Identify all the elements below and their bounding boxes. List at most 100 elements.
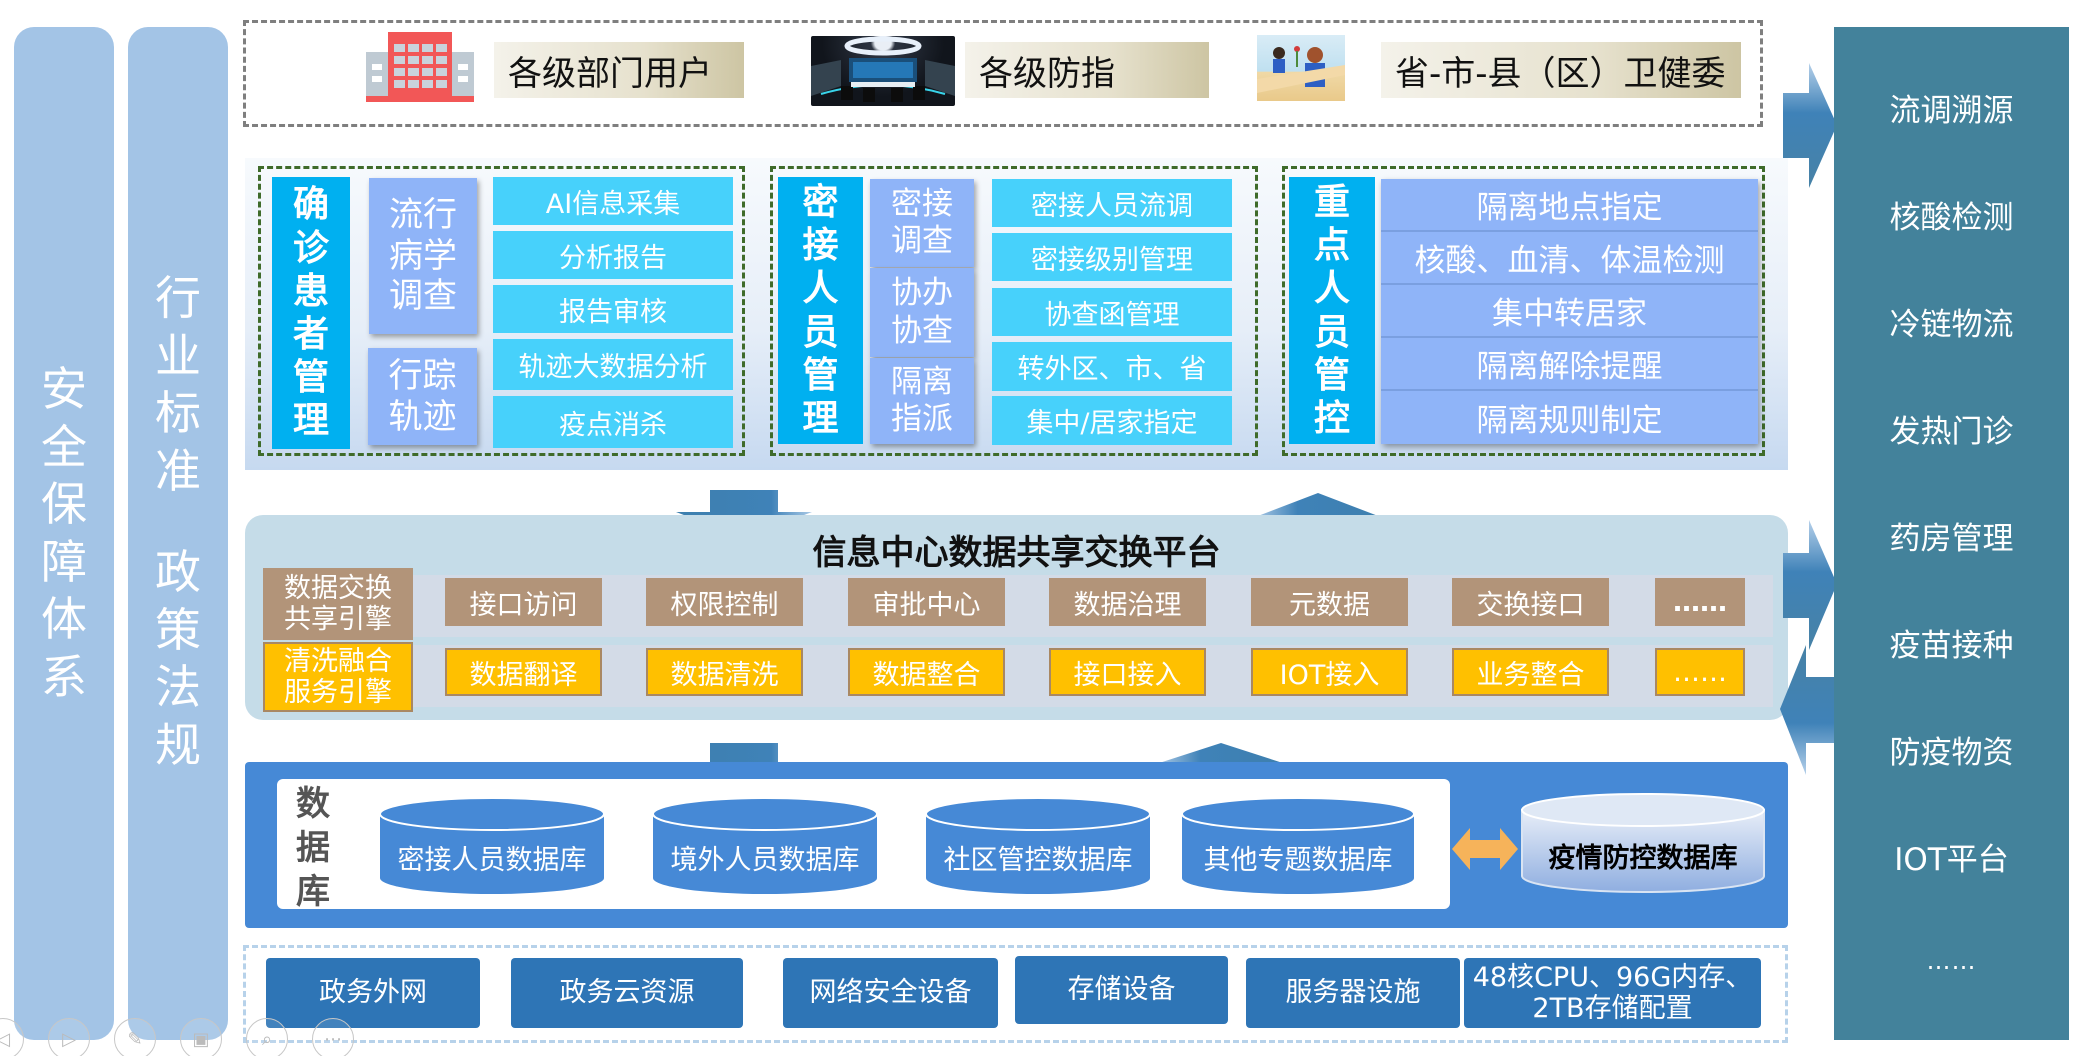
func-item[interactable]: 隔离解除提醒 (1381, 338, 1758, 391)
cleansing-chip[interactable]: 业务整合 (1452, 648, 1609, 696)
cleansing-chip-more[interactable]: …… (1655, 648, 1745, 696)
engine-line: 清洗融合 (284, 645, 392, 677)
title-char: 控 (1313, 397, 1350, 439)
func-item[interactable]: AI信息采集 (493, 177, 733, 225)
slides-icon[interactable]: ▣ (180, 1018, 222, 1056)
infra-line: 2TB存储配置 (1532, 993, 1693, 1024)
title-char: 确 (292, 184, 329, 226)
func-item[interactable]: 转外区、市、省 (992, 342, 1232, 391)
scenario-item[interactable]: 疫苗接种 (1889, 628, 2014, 664)
next-slide-icon[interactable]: ▷ (48, 1018, 90, 1056)
health-staff-icon (1257, 35, 1345, 101)
scenario-item[interactable]: 药房管理 (1889, 521, 2014, 557)
down-arrow-icon (676, 490, 812, 538)
sub-line: 密接 (891, 185, 953, 222)
func-item[interactable]: 疫点消杀 (493, 396, 733, 448)
infra-item[interactable]: 存储设备 (1015, 956, 1228, 1024)
pillar-char: 标 (155, 386, 201, 440)
database-cylinder[interactable]: 密接人员数据库 (378, 796, 606, 896)
pillar-char: 行 (155, 271, 201, 325)
scenario-item[interactable]: IOT平台 (1894, 842, 2009, 878)
main-database-cylinder[interactable]: 疫情防控数据库 (1520, 792, 1766, 896)
scenario-item-more[interactable]: …… (1926, 947, 1977, 975)
exchange-chip[interactable]: 元数据 (1251, 578, 1408, 626)
func-item[interactable]: 报告审核 (493, 285, 733, 333)
sub-line: 病学 (389, 235, 457, 276)
pillar-char: 保 (41, 477, 87, 531)
main-database-name: 疫情防控数据库 (1548, 843, 1738, 874)
func-item[interactable]: 协查函管理 (992, 288, 1232, 336)
func-item[interactable]: 密接级别管理 (992, 233, 1232, 281)
module-title: 密 接 人 员 管 理 (778, 177, 863, 444)
pen-icon[interactable]: ✎ (114, 1018, 156, 1056)
scenario-item[interactable]: 冷链物流 (1889, 307, 2014, 343)
pillar-char: 法 (155, 660, 201, 714)
cleansing-chip[interactable]: 数据翻译 (445, 648, 602, 696)
sub-block-trajectory[interactable]: 行踪 轨迹 (368, 348, 477, 445)
key-person-functions: 隔离地点指定 核酸、血清、体温检测 集中转居家 隔离解除提醒 隔离规则制定 (1381, 179, 1758, 444)
db-label-char: 数 (296, 784, 330, 824)
title-char: 管 (292, 357, 329, 399)
sub-line: 调查 (891, 223, 953, 259)
func-item[interactable]: 隔离地点指定 (1381, 179, 1758, 232)
title-char: 者 (292, 314, 329, 355)
scenario-item[interactable]: 发热门诊 (1889, 414, 2014, 450)
cleansing-chip[interactable]: 接口接入 (1049, 648, 1206, 696)
pillar-char: 全 (41, 419, 87, 474)
infra-item[interactable]: 服务器设施 (1246, 958, 1460, 1028)
sub-line: 流行 (389, 194, 457, 235)
left-arrow-icon (1780, 645, 1834, 775)
title-char: 点 (1313, 225, 1350, 267)
infra-item[interactable]: 网络安全设备 (783, 958, 998, 1028)
user-label: 各级部门用户 (494, 42, 744, 98)
title-char: 理 (292, 400, 329, 442)
engine-line: 数据交换 (284, 572, 392, 604)
exchange-chip[interactable]: 数据治理 (1049, 578, 1206, 626)
func-item[interactable]: 集中/居家指定 (992, 396, 1232, 445)
func-item[interactable]: 集中转居家 (1381, 285, 1758, 338)
func-item[interactable]: 隔离规则制定 (1381, 391, 1758, 444)
title-char: 患 (292, 270, 329, 312)
title-char: 接 (802, 225, 839, 267)
infra-item-hardware[interactable]: 48核CPU、96G内存、 2TB存储配置 (1464, 958, 1761, 1028)
sub-line: 调查 (389, 276, 457, 317)
module-confirmed-patients (258, 166, 745, 456)
database-cylinder[interactable]: 其他专题数据库 (1180, 796, 1416, 896)
database-cylinder[interactable]: 境外人员数据库 (651, 796, 879, 896)
func-item[interactable]: 核酸、血清、体温检测 (1381, 232, 1758, 285)
zoom-icon[interactable]: ⌕ (246, 1018, 288, 1056)
pillar-char: 障 (41, 534, 87, 589)
title-char: 人 (802, 268, 839, 310)
scenario-item[interactable]: 核酸检测 (1889, 200, 2014, 236)
sub-block-assist-check[interactable]: 协办 协查 (870, 268, 974, 357)
func-item[interactable]: 密接人员流调 (992, 179, 1232, 227)
database-cylinder[interactable]: 社区管控数据库 (924, 796, 1152, 896)
sub-block-epidemiology[interactable]: 流行 病学 调查 (369, 178, 477, 334)
title-char: 管 (802, 354, 839, 396)
scenario-item[interactable]: 防疫物资 (1889, 735, 2014, 771)
pillar-char: 业 (155, 328, 201, 383)
infra-item[interactable]: 政务云资源 (511, 958, 743, 1028)
infra-item[interactable]: 政务外网 (266, 958, 480, 1028)
exchange-chip[interactable]: 审批中心 (848, 578, 1005, 626)
func-item[interactable]: 轨迹大数据分析 (493, 339, 733, 390)
cleansing-chip[interactable]: 数据清洗 (646, 648, 803, 696)
exchange-chip-more[interactable]: …… (1655, 578, 1745, 626)
sub-line: 行踪 (388, 355, 457, 396)
title-char: 重 (1313, 181, 1350, 223)
exchange-chip[interactable]: 权限控制 (646, 578, 803, 626)
exchange-chip[interactable]: 交换接口 (1452, 578, 1609, 626)
engine-line: 共享引擎 (284, 604, 392, 635)
cleansing-chip[interactable]: IOT接入 (1251, 648, 1408, 696)
func-item[interactable]: 分析报告 (493, 231, 733, 279)
exchange-chip[interactable]: 接口访问 (445, 578, 602, 626)
scenario-item[interactable]: 流调溯源 (1889, 93, 2014, 129)
sub-block-quarantine-assign[interactable]: 隔离 指派 (870, 358, 974, 444)
standards-policy-pillar: 行 业 标 准 政 策 法 规 (128, 27, 228, 1040)
module-key-persons (1282, 166, 1765, 456)
database-name: 社区管控数据库 (943, 845, 1133, 876)
sub-block-contact-survey[interactable]: 密接 调查 (870, 179, 974, 267)
database-icon (925, 797, 1151, 894)
cleansing-chip[interactable]: 数据整合 (848, 648, 1005, 696)
more-icon[interactable]: ⋯ (312, 1018, 354, 1056)
